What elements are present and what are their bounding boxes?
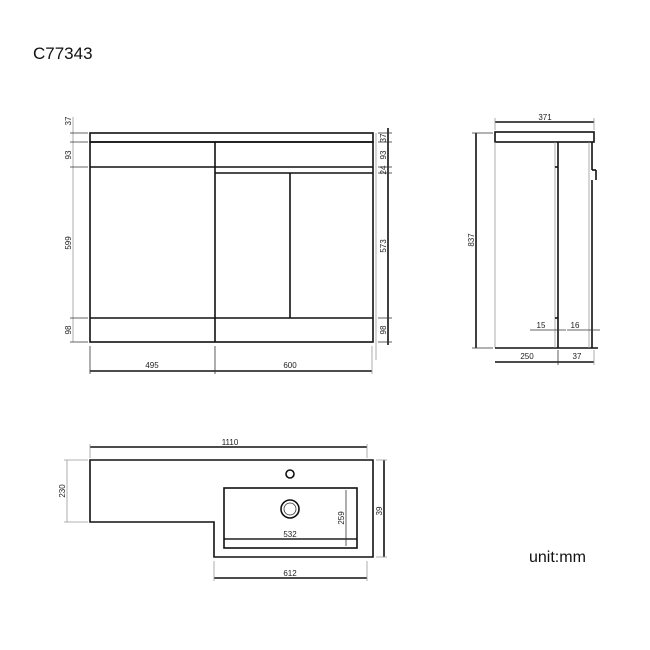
side-height-dim: 837 [467, 233, 476, 247]
right-section-dim: 612 [283, 569, 297, 578]
front-right-dim-5: 98 [379, 325, 388, 334]
front-left-dim-3: 599 [64, 236, 73, 250]
side-inner-dim-2: 16 [571, 321, 580, 330]
side-worktop [494, 131, 595, 143]
basin-outline [223, 487, 358, 549]
side-bottom-dim-1: 250 [520, 352, 534, 361]
side-view: 371 837 15 16 250 37 [467, 113, 600, 365]
product-code: C77343 [33, 44, 93, 63]
unit-label: unit:mm [529, 549, 586, 566]
front-right-dim-2: 93 [379, 150, 388, 159]
top-view: 1110 230 39 259 532 612 [58, 438, 387, 581]
front-worktop [89, 132, 374, 143]
tap-hole-icon [285, 469, 295, 479]
front-bottom-dim-2: 600 [283, 361, 297, 370]
top-right-depth-dim: 39 [375, 506, 384, 515]
front-left-dim-4: 98 [64, 325, 73, 334]
front-right-dim-3: 24 [379, 165, 388, 174]
side-top-dim: 371 [538, 113, 552, 122]
front-bottom-dim-1: 495 [145, 361, 159, 370]
side-bottom-dim-2: 37 [573, 352, 582, 361]
basin-width-dim: 532 [283, 530, 297, 539]
basin-depth-dim: 259 [337, 511, 346, 525]
top-outline [89, 459, 374, 558]
front-right-dim-1: 37 [379, 133, 388, 142]
front-right-dim-4: 573 [379, 239, 388, 253]
top-width-dim: 1110 [222, 438, 239, 447]
front-left-dim-1: 37 [64, 116, 73, 125]
drain-outer-icon [280, 499, 300, 519]
top-left-depth-dim: 230 [58, 484, 67, 498]
side-inner-dim-1: 15 [537, 321, 546, 330]
front-carcass [89, 141, 374, 343]
drain-inner-icon [283, 502, 297, 516]
front-view: 37 93 599 98 37 93 24 573 98 495 600 [64, 116, 392, 374]
front-left-dim-2: 93 [64, 150, 73, 159]
